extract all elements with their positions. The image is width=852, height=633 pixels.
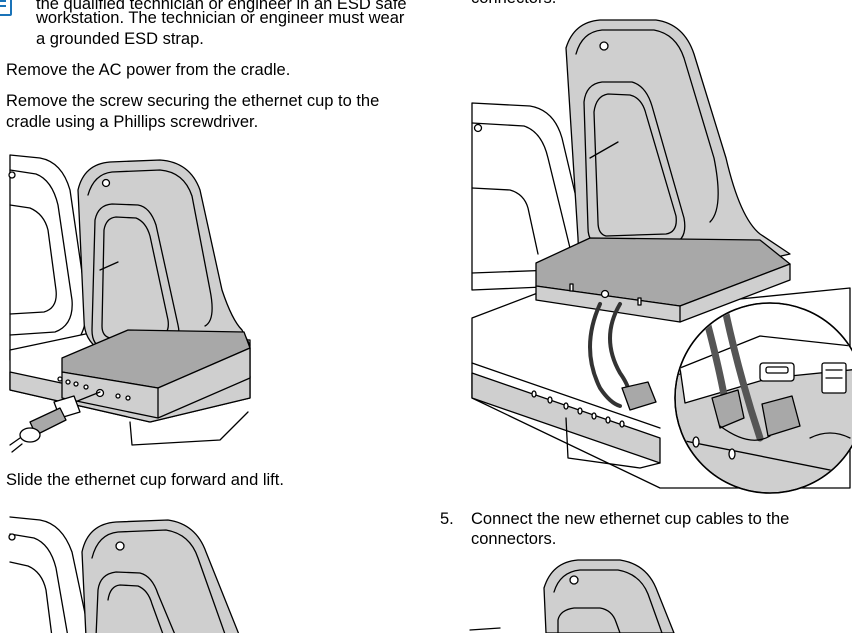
prev-step-tail: connectors. (471, 0, 556, 9)
step-remove-screw-line-2: cradle using a Phillips screwdriver. (6, 113, 259, 131)
note-text-line-1: the qualified technician or engineer in … (36, 0, 407, 13)
illustration-disconnect-cables (471, 19, 852, 494)
note-text-line-2: workstation. The technician or engineer … (36, 9, 405, 27)
illustration-remove-screw (8, 154, 251, 453)
step-slide-cup: Slide the ethernet cup forward and lift. (6, 471, 284, 489)
step-remove-screw-line-1: Remove the screw securing the ethernet c… (6, 92, 380, 110)
step-5-number: 5. (440, 510, 454, 528)
step-remove-power: Remove the AC power from the cradle. (6, 61, 291, 79)
illustration-connect-cables (469, 559, 675, 633)
note-text-line-3: a grounded ESD strap. (36, 30, 204, 48)
step-5-line-2: connectors. (471, 530, 557, 548)
step-5-line-1: Connect the new ethernet cup cables to t… (471, 510, 790, 528)
illustration-slide-cup (8, 516, 240, 633)
note-icon (0, 0, 12, 16)
